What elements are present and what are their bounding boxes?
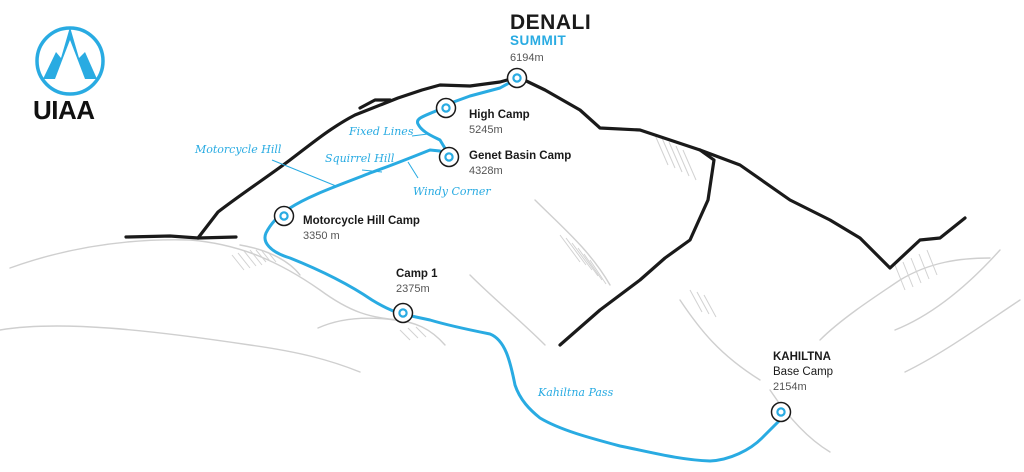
summit-elevation: 6194m — [510, 52, 544, 64]
high-camp-elevation: 5245m — [469, 124, 503, 136]
route-label-windy-corner: Windy Corner — [413, 185, 491, 198]
marker-motorcycle-hill-camp[interactable] — [273, 205, 295, 227]
high-camp-name: High Camp — [469, 109, 530, 121]
terrain-hatching — [231, 134, 938, 341]
organization-logo-text: UIAA — [33, 95, 95, 125]
marker-genet-basin-camp[interactable] — [438, 146, 460, 168]
label-leaders — [271, 133, 429, 187]
marker-high-camp[interactable] — [435, 97, 457, 119]
camp-markers[interactable] — [273, 67, 792, 423]
base-camp-subtitle: Base Camp — [773, 366, 834, 378]
mountain-peak-icon — [35, 26, 105, 96]
ridge-lines — [124, 75, 967, 347]
motorcycle-hill-camp-name: Motorcycle Hill Camp — [303, 215, 420, 227]
camp-1-elevation: 2375m — [396, 283, 430, 295]
climbing-route — [263, 76, 782, 463]
summit-name: DENALI — [510, 11, 592, 34]
motorcycle-hill-camp-elevation: 3350 m — [303, 230, 340, 242]
marker-camp-1[interactable] — [392, 302, 414, 324]
genet-basin-camp-elevation: 4328m — [469, 165, 503, 177]
summit-label: SUMMIT — [510, 33, 567, 48]
marker-base-camp[interactable] — [770, 401, 792, 423]
genet-basin-camp-name: Genet Basin Camp — [469, 150, 572, 162]
route-label-fixed-lines: Fixed Lines — [349, 125, 414, 138]
base-camp-name: KAHILTNA — [773, 351, 831, 363]
route-label-kahiltna-pass: Kahiltna Pass — [538, 386, 614, 399]
marker-summit[interactable] — [506, 67, 528, 89]
terrain-lines — [0, 199, 1021, 453]
base-camp-elevation: 2154m — [773, 381, 807, 393]
camp-1-name: Camp 1 — [396, 268, 438, 280]
route-label-motorcycle-hill: Motorcycle Hill — [195, 143, 282, 156]
route-label-squirrel-hill: Squirrel Hill — [325, 152, 395, 165]
